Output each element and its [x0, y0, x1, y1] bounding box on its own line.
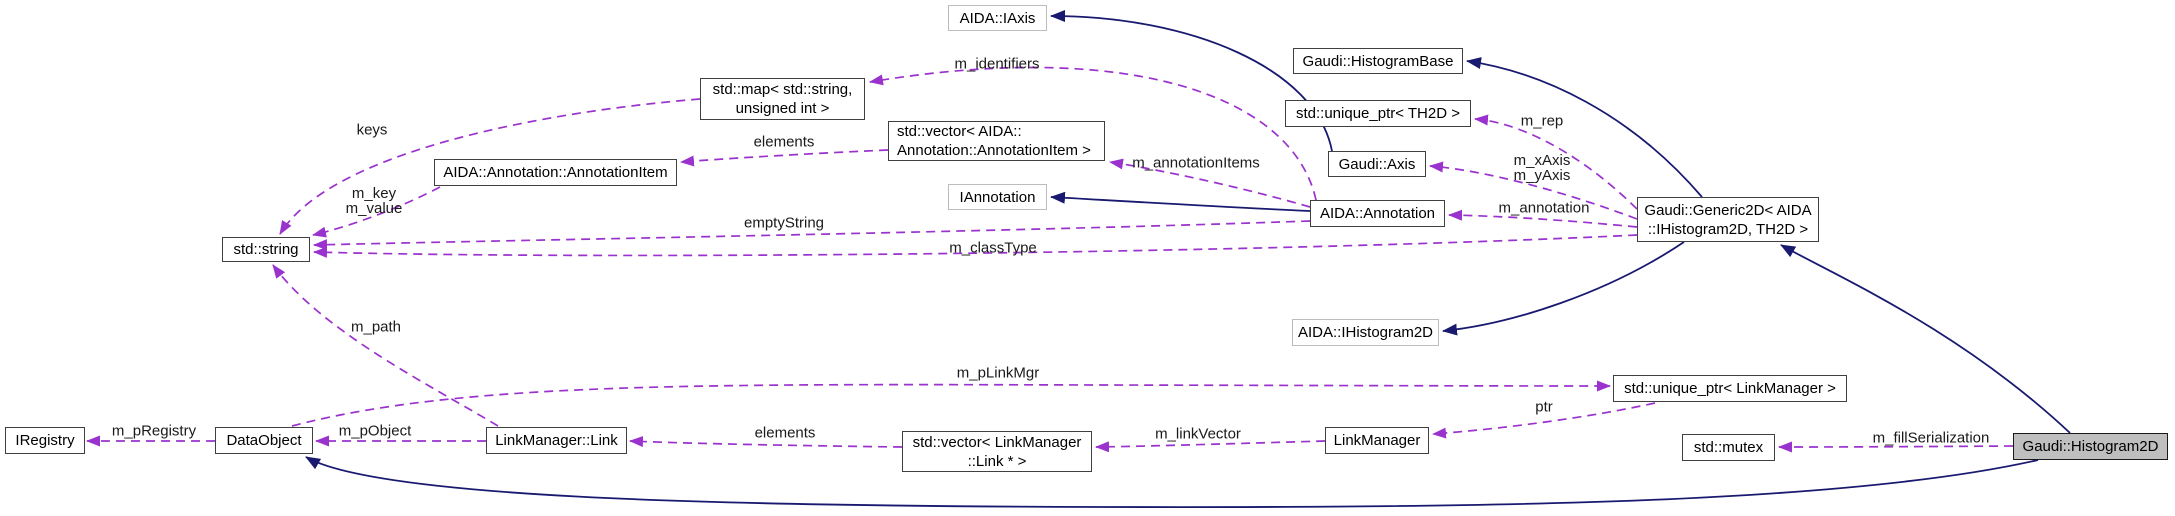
edge-m-annotation: [1448, 209, 1638, 228]
edge-generic2d-to-histogrambase: [1466, 57, 1703, 198]
node-linkmanager-link[interactable]: LinkManager::Link: [486, 427, 627, 454]
node-gaudi-histogrambase[interactable]: Gaudi::HistogramBase: [1293, 48, 1463, 74]
edge-elements-annotationitem: [680, 149, 889, 167]
usage-edges: [86, 66, 2014, 453]
inheritance-edges: [305, 10, 2071, 509]
edge-keys: [279, 98, 701, 235]
edge-m-linkvector: [1095, 440, 1326, 453]
node-unique-ptr-linkmanager[interactable]: std::unique_ptr< LinkManager >: [1613, 375, 1847, 402]
node-vector-link[interactable]: std::vector< LinkManager ::Link * >: [902, 431, 1092, 472]
node-aida-annotation[interactable]: AIDA::Annotation: [1310, 200, 1445, 227]
edge-annotation-to-iannotation: [1050, 191, 1311, 212]
node-iregistry[interactable]: IRegistry: [5, 427, 85, 454]
node-aida-iaxis[interactable]: AIDA::IAxis: [948, 5, 1047, 31]
node-aida-ihistogram2d[interactable]: AIDA::IHistogram2D: [1292, 319, 1439, 346]
edge-m-xaxis-m-yaxis: [1429, 161, 1638, 220]
node-vector-annotationitem[interactable]: std::vector< AIDA:: Annotation::Annotati…: [888, 121, 1105, 161]
edge-histogram2d-to-generic2d: [1780, 244, 2071, 434]
edge-m-path: [272, 264, 499, 427]
edge-histogram2d-to-dataobject: [305, 456, 2039, 509]
edge-m-key-m-value: [312, 186, 441, 238]
edge-m-rep: [1474, 114, 1638, 210]
node-std-string[interactable]: std::string: [222, 237, 310, 262]
edge-ptr: [1432, 402, 1656, 439]
edge-m-identifiers: [869, 66, 1317, 201]
node-unique-ptr-th2d[interactable]: std::unique_ptr< TH2D >: [1285, 100, 1471, 127]
edge-emptystring: [313, 220, 1311, 251]
node-linkmanager[interactable]: LinkManager: [1325, 427, 1429, 454]
node-gaudi-axis[interactable]: Gaudi::Axis: [1328, 151, 1426, 177]
node-std-mutex[interactable]: std::mutex: [1682, 434, 1775, 461]
edge-m-fillserialization: [1778, 441, 2014, 453]
node-gaudi-generic2d[interactable]: Gaudi::Generic2D< AIDA ::IHistogram2D, T…: [1637, 197, 1819, 242]
node-annotation-item[interactable]: AIDA::Annotation::AnnotationItem: [434, 159, 677, 186]
node-dataobject[interactable]: DataObject: [215, 427, 313, 454]
edge-m-classtype: [313, 234, 1638, 258]
edge-generic2d-to-ihistogram2d: [1442, 241, 1685, 336]
edge-elements-link: [629, 436, 903, 448]
node-std-map[interactable]: std::map< std::string, unsigned int >: [700, 78, 865, 120]
edge-m-annotationitems: [1109, 158, 1311, 208]
node-gaudi-histogram2d: Gaudi::Histogram2D: [2013, 433, 2168, 460]
node-iannotation[interactable]: IAnnotation: [948, 184, 1047, 210]
edge-m-plinkmgr: [291, 380, 1611, 427]
